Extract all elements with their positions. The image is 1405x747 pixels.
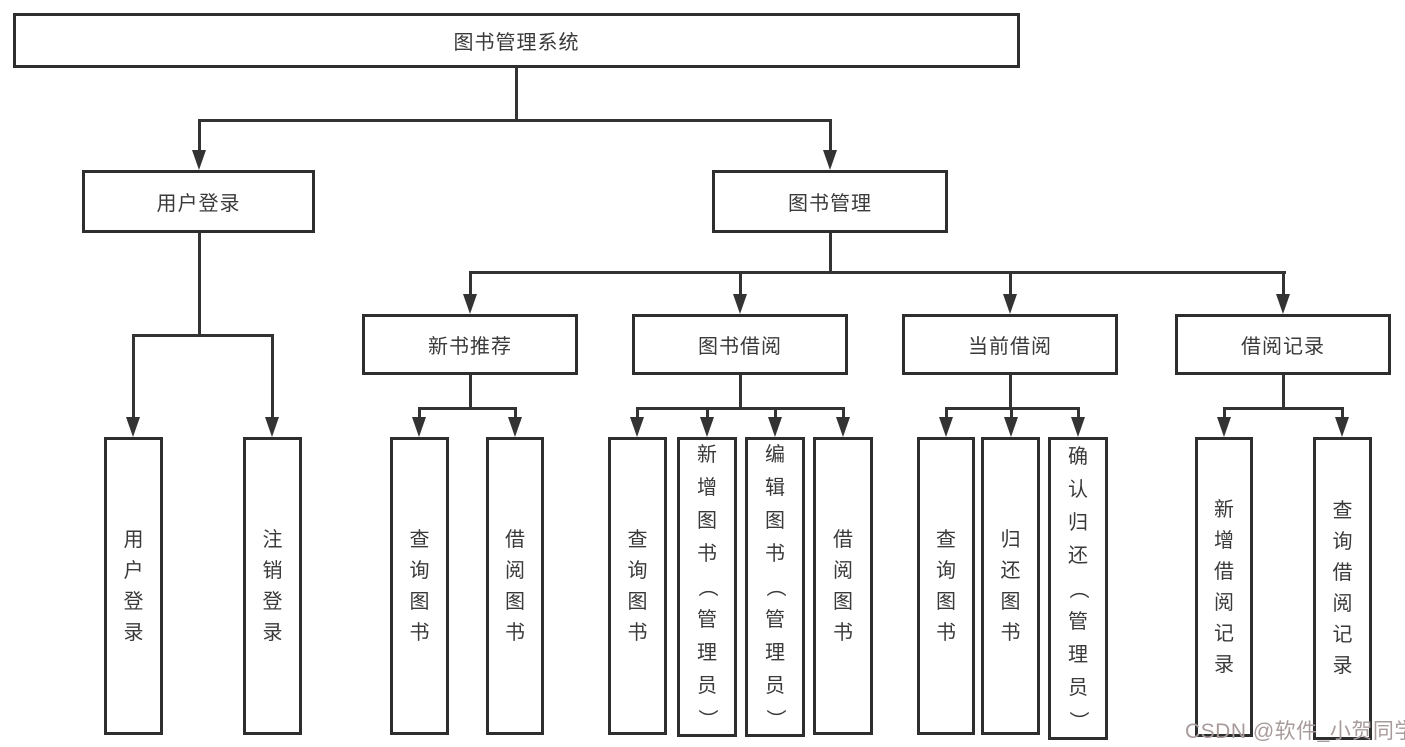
connector-drop xyxy=(1010,407,1013,419)
connector-root-stub xyxy=(515,67,518,121)
arrow-down-icon xyxy=(823,150,837,170)
arrow-down-icon xyxy=(836,417,850,437)
leaf-edit-books-admin: 编辑图书（管理员） xyxy=(745,437,805,737)
node-current-borrowing: 当前借阅 xyxy=(902,314,1118,375)
connector-drop xyxy=(706,407,709,419)
arrow-down-icon xyxy=(768,417,782,437)
node-label: 查询图书 xyxy=(936,528,956,644)
node-label: 归还图书 xyxy=(1000,528,1021,644)
arrow-down-icon xyxy=(939,417,953,437)
node-label: 注销登录 xyxy=(262,528,283,644)
leaf-query-borrow-record: 查询借阅记录 xyxy=(1313,437,1372,740)
connector-drop xyxy=(514,407,517,419)
connector-root-split xyxy=(198,119,832,122)
node-label: 查询借阅记录 xyxy=(1332,500,1353,677)
arrow-down-icon xyxy=(126,417,140,437)
connector-drop xyxy=(1223,407,1226,419)
node-label: 图书管理系统 xyxy=(453,32,580,54)
connector-drop-book-borrow xyxy=(739,271,742,296)
arrow-down-icon xyxy=(1004,417,1018,437)
node-label: 查询图书 xyxy=(627,528,648,644)
node-label: 借阅图书 xyxy=(833,528,853,644)
node-borrow-records: 借阅记录 xyxy=(1175,314,1391,375)
connector-book-borrow-split xyxy=(636,407,845,410)
leaf-query-books-recommend: 查询图书 xyxy=(390,437,449,735)
node-label: 编辑图书（管理员） xyxy=(764,444,786,729)
arrow-down-icon xyxy=(700,417,714,437)
leaf-borrow-books-recommend: 借阅图书 xyxy=(486,437,544,735)
arrow-down-icon xyxy=(508,417,522,437)
connector-drop-current-borrow xyxy=(1009,271,1012,296)
connector-book-management-stub xyxy=(829,233,832,274)
node-label: 用户登录 xyxy=(123,528,144,644)
arrow-down-icon xyxy=(1003,294,1017,314)
connector-new-book-split xyxy=(418,407,516,410)
arrow-down-icon xyxy=(463,294,477,314)
node-label: 当前借阅 xyxy=(968,336,1052,358)
leaf-add-borrow-record: 新增借阅记录 xyxy=(1195,437,1253,737)
node-label: 用户登录 xyxy=(156,193,241,215)
connector-drop-borrow-records xyxy=(1282,271,1285,296)
node-label: 图书管理 xyxy=(788,193,872,215)
leaf-user-login: 用户登录 xyxy=(104,437,163,735)
connector-drop xyxy=(945,407,948,419)
connector-drop xyxy=(1341,407,1344,419)
node-label: 图书借阅 xyxy=(698,336,782,358)
node-book-borrowing: 图书借阅 xyxy=(632,314,848,375)
connector-book-management-split xyxy=(469,271,1286,274)
leaf-query-books-borrowing: 查询图书 xyxy=(608,437,667,735)
node-label: 借阅图书 xyxy=(505,528,525,644)
connector-drop xyxy=(418,407,421,419)
arrow-down-icon xyxy=(630,417,644,437)
arrow-down-icon xyxy=(192,150,206,170)
node-label: 借阅记录 xyxy=(1241,336,1325,358)
connector-drop xyxy=(774,407,777,419)
leaf-confirm-return-admin: 确认归还（管理员） xyxy=(1048,437,1108,740)
node-label: 新书推荐 xyxy=(428,336,512,358)
leaf-return-books: 归还图书 xyxy=(981,437,1040,735)
node-book-management: 图书管理 xyxy=(712,170,948,233)
leaf-logout: 注销登录 xyxy=(243,437,302,735)
connector-current-borrow-stub xyxy=(1009,375,1012,409)
connector-user-login-split xyxy=(132,334,274,337)
arrow-down-icon xyxy=(733,294,747,314)
connector-book-borrow-stub xyxy=(739,375,742,409)
node-label: 新增借阅记录 xyxy=(1214,498,1234,676)
connector-borrow-records-stub xyxy=(1282,375,1285,409)
connector-drop xyxy=(1077,407,1080,419)
connector-drop-book-management xyxy=(829,119,832,152)
connector-drop xyxy=(636,407,639,419)
arrow-down-icon xyxy=(1071,417,1085,437)
connector-drop-leaf-logout xyxy=(271,334,274,417)
leaf-borrow-books: 借阅图书 xyxy=(813,437,873,735)
node-library-management-system: 图书管理系统 xyxy=(13,13,1020,68)
connector-drop xyxy=(842,407,845,419)
connector-drop-user-login xyxy=(198,119,201,152)
connector-new-book-stub xyxy=(469,375,472,409)
arrow-down-icon xyxy=(1276,294,1290,314)
node-user-login: 用户登录 xyxy=(82,170,315,233)
arrow-down-icon xyxy=(265,417,279,437)
arrow-down-icon xyxy=(1217,417,1231,437)
arrow-down-icon xyxy=(412,417,426,437)
connector-user-login-stub xyxy=(198,233,201,337)
node-label: 确认归还（管理员） xyxy=(1067,445,1089,731)
node-label: 新增图书（管理员） xyxy=(696,444,718,729)
node-new-book-recommend: 新书推荐 xyxy=(362,314,578,375)
connector-drop-new-book xyxy=(469,271,472,296)
node-label: 查询图书 xyxy=(409,528,430,644)
leaf-add-books-admin: 新增图书（管理员） xyxy=(677,437,737,737)
arrow-down-icon xyxy=(1335,417,1349,437)
connector-drop-leaf-user-login xyxy=(132,334,135,417)
csdn-watermark: CSDN @软件_小贺同学 xyxy=(1185,720,1405,743)
connector-borrow-records-split xyxy=(1223,407,1344,410)
leaf-query-books-current: 查询图书 xyxy=(917,437,975,735)
